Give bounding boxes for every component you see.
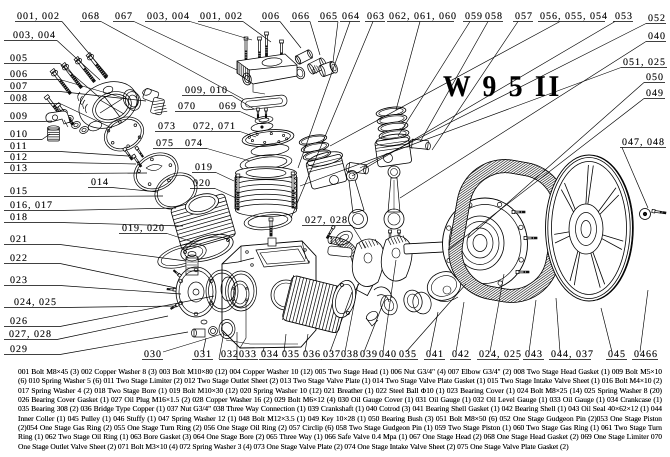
svg-text:030: 030 [144,349,162,360]
svg-text:063: 063 [367,11,385,22]
svg-text:026: 026 [10,316,28,327]
svg-text:042: 042 [452,349,470,360]
svg-text:001, 002: 001, 002 [200,11,243,22]
svg-text:001, 002: 001, 002 [17,11,60,22]
svg-text:034: 034 [261,349,279,360]
svg-text:011: 011 [10,141,28,152]
svg-text:036: 036 [303,349,321,360]
svg-text:062, 061, 060: 062, 061, 060 [389,11,457,22]
svg-text:003, 004: 003, 004 [147,11,190,22]
svg-text:010: 010 [10,129,28,140]
svg-text:009, 010: 009, 010 [185,85,228,96]
svg-text:008: 008 [10,93,28,104]
svg-text:038: 038 [341,349,359,360]
svg-text:019: 019 [195,162,213,173]
svg-text:031: 031 [194,349,212,360]
svg-text:073: 073 [158,121,176,132]
svg-text:023: 023 [10,275,28,286]
svg-text:066: 066 [292,11,310,22]
svg-text:009: 009 [10,111,28,122]
svg-text:068: 068 [82,11,100,22]
svg-text:003, 004: 003, 004 [13,30,56,41]
svg-text:044, 037: 044, 037 [551,349,594,360]
svg-text:047, 048: 047, 048 [622,137,665,148]
svg-text:037: 037 [323,349,341,360]
svg-text:039: 039 [360,349,378,360]
svg-text:012: 012 [10,152,28,163]
svg-text:019, 020: 019, 020 [122,223,165,234]
svg-text:065: 065 [320,11,338,22]
svg-text:049: 049 [646,88,664,99]
svg-text:006: 006 [10,69,28,80]
svg-text:005: 005 [10,53,28,64]
svg-text:072, 071: 072, 071 [193,121,236,132]
svg-text:057: 057 [515,11,533,22]
svg-text:018: 018 [10,212,28,223]
svg-text:040: 040 [648,31,666,42]
svg-text:W 9 5 II: W 9 5 II [443,70,562,103]
svg-text:021: 021 [10,234,28,245]
svg-text:027, 028: 027, 028 [9,329,52,340]
svg-text:053: 053 [615,11,633,22]
svg-text:050: 050 [646,72,664,83]
svg-text:0466: 0466 [634,349,658,360]
svg-text:056, 055, 054: 056, 055, 054 [540,11,608,22]
svg-text:070: 070 [178,101,196,112]
svg-text:067: 067 [115,11,133,22]
svg-text:024, 025: 024, 025 [14,297,57,308]
svg-text:022: 022 [10,253,28,264]
svg-text:035: 035 [399,349,417,360]
svg-text:074: 074 [185,138,203,149]
svg-text:075: 075 [156,138,174,149]
svg-text:051, 025: 051, 025 [623,57,666,68]
svg-text:059: 059 [465,11,483,22]
svg-text:052: 052 [648,13,666,24]
svg-text:016, 017: 016, 017 [10,200,53,211]
svg-text:027, 028: 027, 028 [305,215,348,226]
svg-text:064: 064 [342,11,360,22]
svg-text:045: 045 [608,349,626,360]
svg-text:020: 020 [193,178,211,189]
svg-text:013: 013 [10,163,28,174]
svg-text:040: 040 [379,349,397,360]
svg-text:041: 041 [426,349,444,360]
svg-text:033: 033 [239,349,257,360]
svg-text:007: 007 [10,81,28,92]
svg-text:032: 032 [221,349,239,360]
svg-text:043: 043 [525,349,543,360]
svg-text:069: 069 [219,101,237,112]
svg-text:058: 058 [485,11,503,22]
svg-text:035: 035 [282,349,300,360]
svg-text:006: 006 [262,11,280,22]
svg-text:015: 015 [10,186,28,197]
svg-text:029: 029 [10,344,28,355]
svg-text:014: 014 [91,177,109,188]
svg-text:024, 025: 024, 025 [479,349,522,360]
